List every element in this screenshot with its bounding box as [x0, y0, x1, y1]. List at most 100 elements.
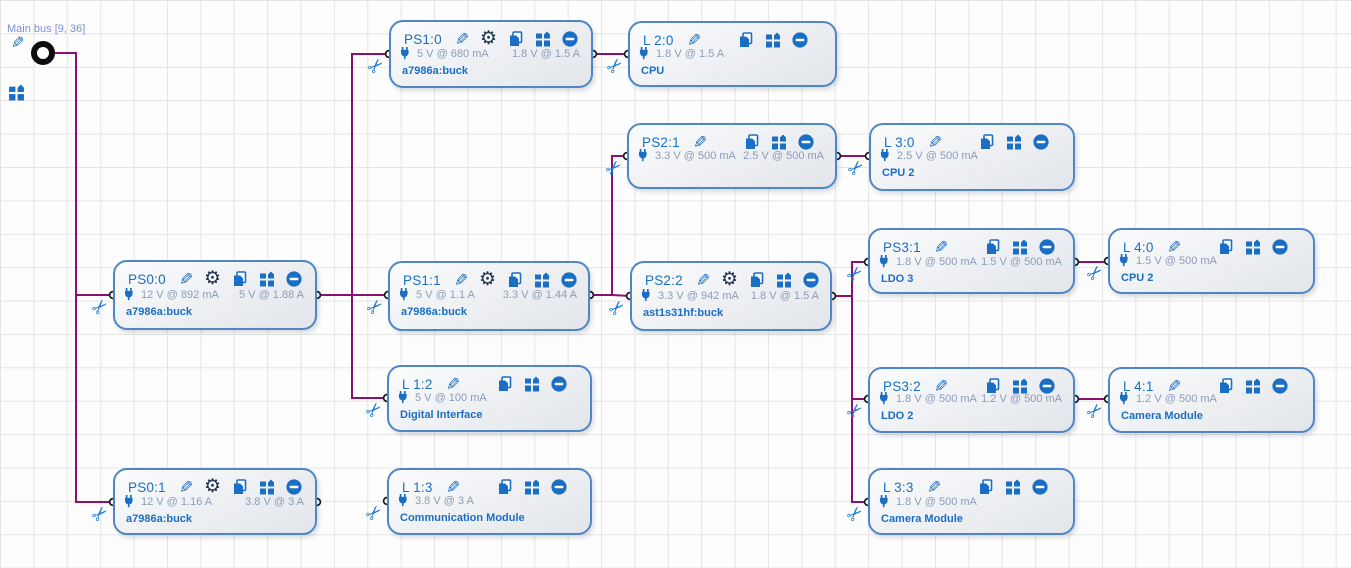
- node-L 4:1[interactable]: L 4:1✎ 1.2 V @ 500 mACamera Module: [1108, 367, 1315, 433]
- edit-icon[interactable]: ✎: [454, 29, 470, 49]
- main-bus-node[interactable]: [31, 41, 55, 65]
- add-component-icon[interactable]: [1006, 134, 1022, 150]
- remove-icon[interactable]: [1032, 479, 1048, 495]
- settings-icon[interactable]: ⚙: [479, 268, 497, 290]
- remove-icon[interactable]: [286, 479, 302, 495]
- add-component-icon[interactable]: [535, 31, 551, 47]
- remove-icon[interactable]: [1039, 239, 1055, 255]
- remove-icon[interactable]: [286, 271, 302, 287]
- node-L 1:3[interactable]: L 1:3✎ 3.8 V @ 3 ACommunication Module: [387, 468, 592, 535]
- input-rating-row: 1.8 V @ 500 mA: [878, 255, 977, 268]
- remove-icon[interactable]: [561, 272, 577, 288]
- remove-icon[interactable]: [562, 31, 578, 47]
- copy-icon[interactable]: [497, 376, 513, 392]
- node-L 4:0[interactable]: L 4:0✎ 1.5 V @ 500 mACPU 2: [1108, 228, 1315, 294]
- edit-icon[interactable]: ✎: [1166, 237, 1181, 257]
- copy-icon[interactable]: [1218, 239, 1234, 255]
- copy-icon[interactable]: [508, 31, 524, 47]
- add-component-icon[interactable]: [1245, 239, 1261, 255]
- add-component-icon[interactable]: [1245, 378, 1261, 394]
- settings-icon[interactable]: ⚙: [721, 268, 739, 290]
- settings-icon[interactable]: ⚙: [204, 475, 222, 497]
- copy-icon[interactable]: [744, 134, 760, 150]
- edit-icon[interactable]: ✎: [445, 374, 460, 394]
- node-L 2:0[interactable]: L 2:0✎ 1.8 V @ 1.5 ACPU: [628, 21, 837, 87]
- add-component-icon[interactable]: [8, 84, 25, 101]
- copy-icon[interactable]: [978, 479, 994, 495]
- node-title: L 3:0: [884, 134, 915, 150]
- copy-icon[interactable]: [985, 239, 1001, 255]
- remove-icon[interactable]: [1272, 378, 1288, 394]
- settings-icon[interactable]: ⚙: [480, 27, 498, 49]
- edit-icon[interactable]: ✎: [178, 269, 194, 289]
- input-rating: 1.8 V @ 500 mA: [896, 495, 977, 508]
- copy-icon[interactable]: [1218, 378, 1234, 394]
- node-L 3:0[interactable]: L 3:0✎ 2.5 V @ 500 mACPU 2: [869, 123, 1075, 191]
- settings-icon[interactable]: ⚙: [204, 267, 222, 289]
- node-L 1:2[interactable]: L 1:2✎ 5 V @ 100 mADigital Interface: [387, 365, 592, 432]
- edit-icon[interactable]: ✎: [933, 237, 949, 257]
- node-L 3:3[interactable]: L 3:3✎ 1.8 V @ 500 mACamera Module: [868, 468, 1075, 535]
- edit-icon[interactable]: ✎: [11, 35, 25, 52]
- remove-icon[interactable]: [798, 134, 814, 150]
- output-rating: 2.5 V @ 500 mA: [743, 150, 824, 162]
- plug-icon: [397, 391, 410, 404]
- output-rating: 3.8 V @ 3 A: [245, 496, 304, 508]
- node-header: PS0:0 ✎ ⚙: [128, 268, 309, 290]
- remove-icon[interactable]: [551, 376, 567, 392]
- edit-icon[interactable]: ✎: [453, 270, 469, 290]
- wire-PS2:2-to-L 3:3: [851, 399, 868, 503]
- remove-icon[interactable]: [1272, 239, 1288, 255]
- node-title: PS0:0: [128, 271, 166, 287]
- copy-icon[interactable]: [749, 272, 765, 288]
- copy-icon[interactable]: [985, 378, 1001, 394]
- add-component-icon[interactable]: [771, 134, 787, 150]
- edit-icon[interactable]: ✎: [445, 477, 460, 497]
- node-header: PS1:0✎⚙: [404, 28, 585, 50]
- add-component-icon[interactable]: [1012, 239, 1028, 255]
- copy-icon[interactable]: [232, 479, 248, 495]
- edit-icon[interactable]: ✎: [927, 132, 942, 152]
- edit-icon[interactable]: ✎: [695, 270, 711, 290]
- copy-icon[interactable]: [497, 479, 513, 495]
- copy-icon[interactable]: [979, 134, 995, 150]
- plug-icon: [1118, 392, 1131, 405]
- edit-icon[interactable]: ✎: [178, 477, 194, 497]
- edit-icon[interactable]: ✎: [686, 30, 701, 50]
- add-component-icon[interactable]: [1005, 479, 1021, 495]
- add-component-icon[interactable]: [524, 479, 540, 495]
- add-component-icon[interactable]: [524, 376, 540, 392]
- remove-icon[interactable]: [1033, 134, 1049, 150]
- add-component-icon[interactable]: [776, 272, 792, 288]
- add-component-icon[interactable]: [1012, 378, 1028, 394]
- node-PS2:2[interactable]: PS2:2✎⚙ 3.3 V @ 942 mAast1s31hf:buck1.8 …: [630, 261, 832, 331]
- add-component-icon[interactable]: [259, 271, 275, 287]
- node-PS2:1[interactable]: PS2:1✎ 3.3 V @ 500 mA2.5 V @ 500 mA: [627, 123, 837, 189]
- add-component-icon[interactable]: [534, 272, 550, 288]
- remove-icon[interactable]: [1039, 378, 1055, 394]
- part-name: ast1s31hf:buck: [643, 307, 724, 319]
- copy-icon[interactable]: [507, 272, 523, 288]
- edit-icon[interactable]: ✎: [692, 132, 708, 152]
- remove-icon[interactable]: [551, 479, 567, 495]
- load-name: CPU 2: [1121, 272, 1154, 284]
- copy-icon[interactable]: [232, 271, 248, 287]
- add-component-icon[interactable]: [259, 479, 275, 495]
- input-rating-row: 3.8 V @ 3 A: [397, 494, 474, 507]
- edit-icon[interactable]: ✎: [926, 477, 941, 497]
- add-component-icon[interactable]: [765, 32, 781, 48]
- output-rating: 5 V @ 1.88 A: [239, 289, 304, 301]
- copy-icon[interactable]: [738, 32, 754, 48]
- node-title: L 1:2: [402, 376, 433, 392]
- node-header: L 4:0✎: [1123, 236, 1307, 258]
- input-rating-row: 1.8 V @ 500 mA: [878, 495, 977, 508]
- remove-icon[interactable]: [803, 272, 819, 288]
- remove-icon[interactable]: [792, 32, 808, 48]
